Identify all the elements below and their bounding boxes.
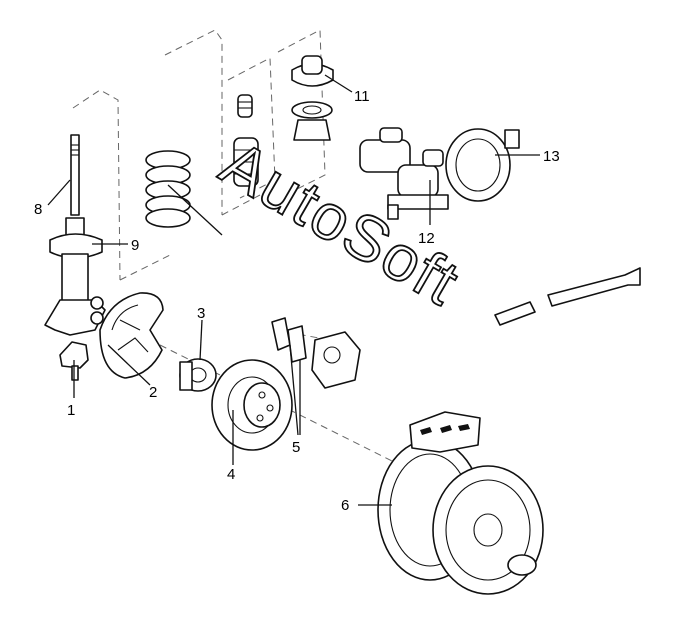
ball-joint [59, 341, 89, 381]
label-part-9: 9 [131, 237, 139, 254]
label-part-2: 2 [149, 384, 157, 401]
brake-disc [211, 359, 293, 451]
label-part-4: 4 [227, 466, 235, 483]
label-part-3: 3 [197, 305, 205, 322]
brake-pads [271, 317, 361, 436]
strut-assembly [44, 134, 106, 336]
label-part-5: 5 [292, 439, 300, 456]
label-part-6: 6 [341, 497, 349, 514]
leader-lines [47, 179, 392, 506]
bump-stop [233, 94, 259, 187]
top-mount [291, 55, 353, 141]
label-part-8: 8 [34, 201, 42, 218]
brake-master-cylinder [359, 127, 540, 225]
brake-lines [494, 267, 641, 326]
label-part-1: 1 [67, 402, 75, 419]
label-part-12: 12 [418, 230, 435, 247]
hub-bearing [179, 358, 217, 392]
label-part-13: 13 [543, 148, 560, 165]
coil-spring [145, 150, 223, 236]
part-number-labels: 1 2 3 4 5 6 8 9 11 12 13 [34, 88, 560, 514]
wheel-assembly [377, 411, 544, 595]
label-part-11: 11 [354, 88, 370, 105]
splash-shield [99, 292, 164, 379]
